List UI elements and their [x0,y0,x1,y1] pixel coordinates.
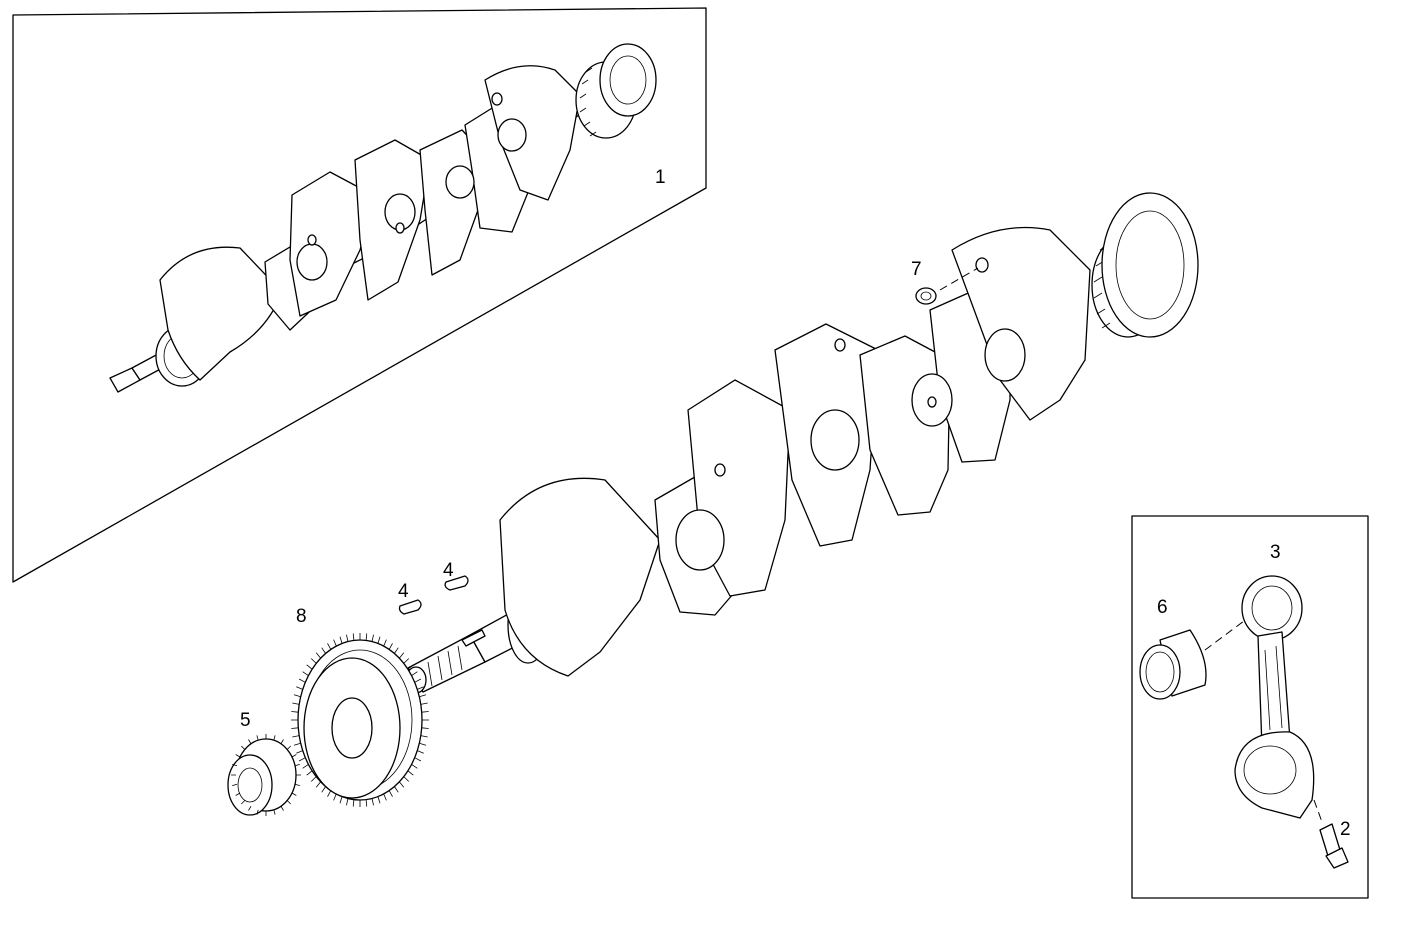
callout-crankshaft-assembly: 1 [655,167,666,188]
callout-bushing: 6 [1157,597,1168,618]
main-crankshaft-drawing [405,192,1199,694]
timing-gear-part [291,633,429,807]
callout-plug: 7 [911,259,922,280]
bolt-part [1313,799,1349,869]
crankshaft-assembly-drawing [109,43,657,393]
callout-pinion-gear: 5 [240,710,251,731]
callout-connecting-rod: 3 [1270,542,1281,563]
callout-key-b: 4 [443,560,454,581]
callout-timing-gear: 8 [296,606,307,627]
connecting-rod-part [1234,575,1315,819]
assembly-frame [12,7,707,583]
conrod-detail-frame [1131,515,1369,899]
gear-teeth [231,734,301,816]
callout-key-a: 4 [398,581,409,602]
plug-part [915,267,979,305]
woodruff-key-part [398,575,469,615]
pinion-gear-part [227,734,301,816]
gear-teeth [291,633,429,807]
bushing-part [1139,617,1249,700]
callout-bolt: 2 [1340,819,1351,840]
